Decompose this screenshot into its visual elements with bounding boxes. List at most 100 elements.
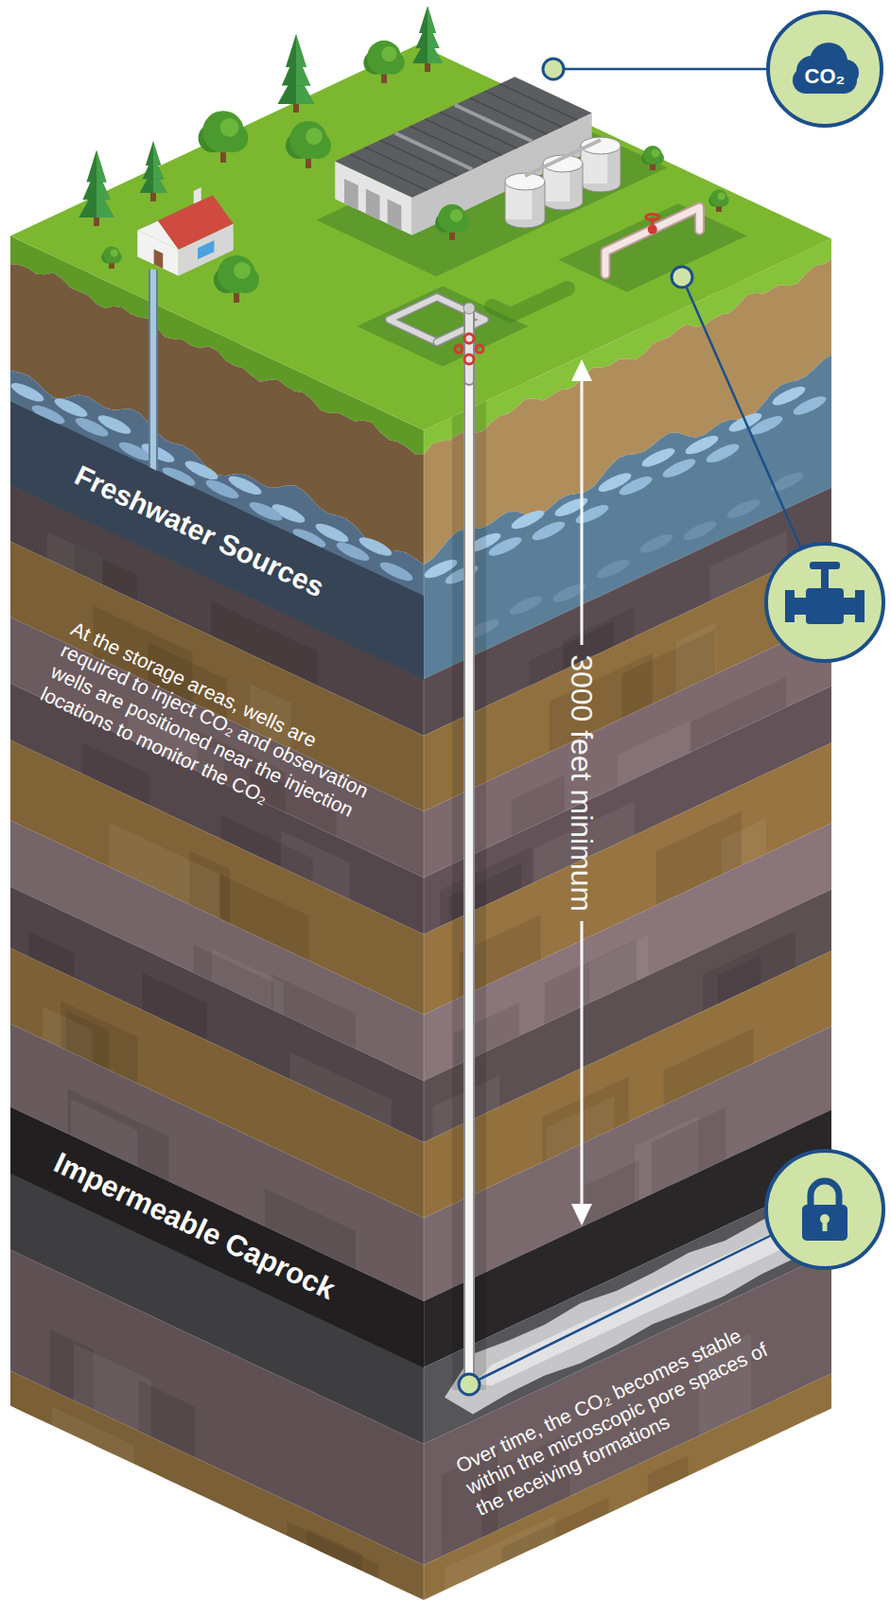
- valve-wheel: [464, 333, 474, 344]
- tree-crown: [202, 110, 245, 153]
- arrow-shaft: [580, 376, 584, 646]
- wellhead-cap: [463, 302, 475, 315]
- tree-trunk: [93, 216, 100, 227]
- ground-surface: [10, 44, 832, 431]
- tree-crown: [450, 209, 464, 223]
- icon-circle: CO₂: [766, 10, 884, 128]
- arrow-head: [571, 359, 593, 382]
- leader-dot: [542, 58, 564, 80]
- tree-crown: [233, 262, 251, 280]
- icons: [766, 543, 884, 1269]
- rock-band: [10, 1107, 424, 1368]
- surface-pipe: [605, 207, 700, 275]
- dimension-label: 3000 feet minimum: [563, 654, 600, 912]
- conifer-crown: [153, 140, 161, 166]
- padlock-body: [802, 1205, 848, 1241]
- injection-well: [465, 376, 473, 1381]
- tree-crown: [381, 46, 397, 62]
- tree-crown: [220, 118, 240, 138]
- roof-rib: [454, 104, 532, 141]
- valve-wheel: [646, 214, 660, 221]
- water-pocket: [703, 440, 741, 467]
- note-text: At the storage areas, wells are required…: [36, 616, 386, 848]
- tree-crown: [217, 255, 256, 294]
- tree-trunk: [150, 192, 157, 202]
- house-window: [197, 240, 214, 260]
- conifer-crown: [296, 34, 307, 68]
- warehouse-door: [366, 189, 381, 221]
- arrow-shaft: [580, 921, 584, 1209]
- water-well: [150, 269, 157, 473]
- icon-circle: [766, 1151, 884, 1269]
- valve-flange: [855, 590, 865, 623]
- buried-pipe: [491, 288, 568, 315]
- water-pocket: [768, 469, 805, 495]
- conifer-crown: [87, 150, 107, 183]
- rock-layer: [10, 1371, 424, 1600]
- water-pocket: [660, 455, 698, 482]
- band-label: Impermeable Caprock: [48, 1146, 340, 1308]
- water-well: [148, 269, 158, 473]
- valve-handwheel: [809, 561, 840, 570]
- roof-rib: [349, 154, 427, 191]
- roof-rib: [470, 98, 547, 135]
- band-label: Freshwater Sources: [69, 459, 330, 605]
- water-pocket: [506, 593, 544, 619]
- site-pad: [356, 285, 528, 367]
- icon-label: CO₂: [804, 50, 846, 88]
- water-pocket: [486, 533, 524, 560]
- roof-rib: [395, 133, 472, 170]
- tree-crown: [110, 249, 119, 258]
- water-pocket: [508, 506, 546, 533]
- valve-wheel: [454, 345, 463, 353]
- valve-flange: [785, 590, 795, 623]
- conifer-crown: [285, 34, 307, 68]
- tree-crown: [366, 40, 402, 75]
- tree-crown: [289, 121, 328, 159]
- rock-texture: [52, 1407, 135, 1465]
- valve-stem: [821, 567, 829, 591]
- valve-wheel: [475, 345, 484, 353]
- icon-circle: [768, 12, 882, 126]
- warehouse-door: [387, 199, 402, 231]
- valve-body: [805, 588, 844, 625]
- cloud-symbol: [792, 42, 859, 94]
- tree-crown: [103, 245, 121, 263]
- wellhead-pipe: [465, 308, 473, 381]
- water-pocket: [681, 518, 718, 544]
- water-pocket: [724, 495, 762, 522]
- water-pocket: [747, 412, 785, 438]
- roof-rib: [365, 147, 442, 184]
- wellhead-pipe: [463, 308, 475, 381]
- tree-crown: [710, 189, 728, 207]
- surface-features: [78, 5, 730, 381]
- conifer-crown: [145, 140, 161, 166]
- padlock-shackle: [810, 1181, 839, 1207]
- site-pad: [558, 203, 747, 293]
- padlock-keyhole: [822, 1220, 828, 1232]
- art-part: Freshwater Sources: [69, 459, 330, 605]
- tree-crown: [651, 149, 661, 158]
- valve-symbol: [785, 561, 865, 625]
- surface-pipe: [605, 207, 700, 275]
- note-text: Over time, the CO₂ becomes stable within…: [452, 1308, 800, 1522]
- injection-well: [463, 376, 475, 1381]
- rock-texture: [647, 1455, 689, 1496]
- roof-rib: [485, 90, 562, 127]
- icon-circle: [766, 543, 884, 662]
- warehouse-door: [344, 178, 359, 210]
- rock-strata: [8, 236, 832, 1600]
- water-pocket: [594, 556, 631, 582]
- rock-texture: [501, 1498, 609, 1565]
- arrow-head: [571, 1204, 593, 1226]
- valve-wheel: [464, 354, 474, 365]
- art-part: CO₂: [766, 10, 884, 128]
- water-pocket: [529, 518, 567, 544]
- leader-lines: [458, 58, 802, 1396]
- conifer-crown: [96, 150, 107, 183]
- tree-trunk: [293, 103, 299, 113]
- leader-line: [563, 68, 767, 71]
- tank-pipe: [524, 139, 601, 176]
